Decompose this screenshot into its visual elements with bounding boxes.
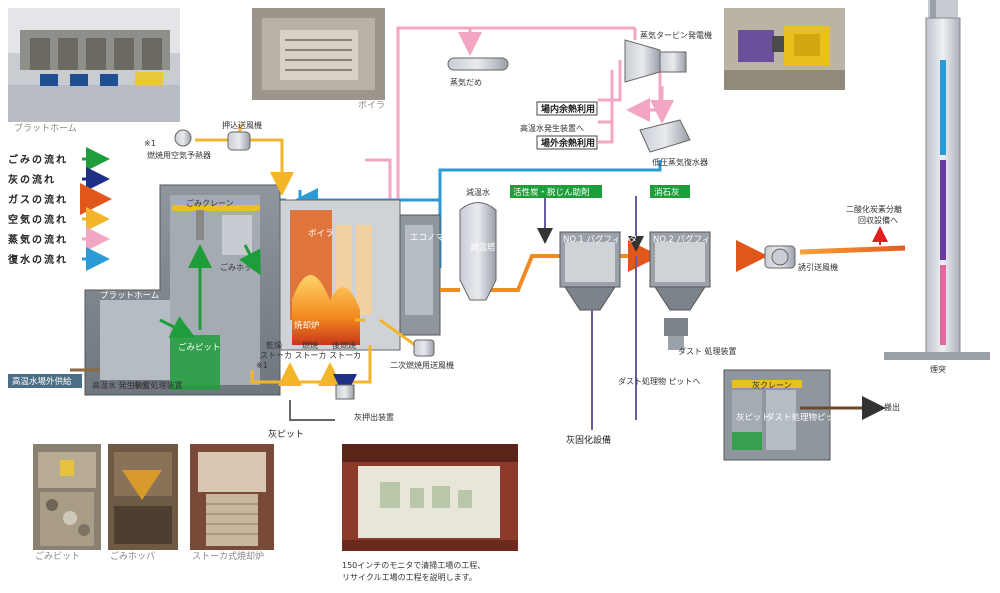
stoker-after-label: 後燃焼	[332, 340, 356, 350]
push-fan	[174, 129, 251, 151]
photo-pit	[33, 444, 101, 550]
note1-a: ※1	[144, 139, 156, 148]
bagfilter-1	[559, 231, 621, 311]
hot-water-outlet	[8, 368, 100, 388]
cooling-tower	[459, 202, 497, 301]
platform-label: プラットホーム	[100, 291, 159, 301]
reagent-lines	[537, 196, 644, 252]
ash-pit-building	[723, 369, 886, 461]
stack-label: 煙突	[930, 364, 946, 374]
stack	[884, 17, 990, 360]
photo-stack	[928, 0, 958, 18]
legend-ash-label: 灰の流れ	[8, 173, 56, 186]
offsite-heat-box	[536, 135, 598, 150]
boiler-label: ボイラ	[308, 229, 334, 239]
turbine	[624, 39, 687, 83]
legend-water-label: 復水の流れ	[7, 253, 68, 266]
ash-crane-label: 灰クレーン	[752, 380, 792, 390]
steam-drum-label: 蒸気だめ	[450, 77, 482, 87]
monitor-caption-line1: 150インチのモニタで清掃工場の工程、	[342, 560, 485, 570]
dust-pit-label: ダスト処理物ピット	[766, 412, 843, 423]
steam-drum	[447, 57, 509, 71]
note1-b: ※1	[256, 361, 268, 370]
economizer-label: エコノマイザ	[410, 233, 462, 243]
onsite-heat-label: 場内余熱利用	[541, 103, 595, 115]
ash-solid-label: 灰固化設備	[566, 434, 611, 446]
dust-treatment	[664, 318, 688, 350]
photo-hopper-caption: ごみホッパ	[110, 550, 155, 562]
stoker-dry-label: 乾燥	[266, 340, 282, 350]
co2-label-2: 回収設備へ	[858, 215, 898, 225]
cooling-tower-label: 減温塔	[470, 242, 496, 253]
co2-label-1: 二酸化炭素分離	[846, 204, 902, 214]
steam-lines	[364, 26, 674, 282]
photo-monitor	[342, 444, 518, 551]
air-preheater-label: 燃焼用空気予熱器	[147, 150, 211, 160]
hot-water-gen-label: 高温水 発生装置	[92, 380, 151, 390]
photo-stoker-caption: ストーカ式焼却炉	[192, 550, 264, 562]
photo-hopper	[108, 444, 178, 550]
pit-label: ごみピット	[178, 342, 221, 353]
ash-pit2-label: 灰ピット	[736, 412, 770, 423]
lp-condenser	[639, 119, 691, 153]
photo-turbine	[724, 8, 845, 90]
waste-flow	[159, 244, 261, 338]
turbine-label: 蒸気タービン発電機	[640, 30, 712, 40]
wastewater-label: 排水 処理装置	[132, 380, 183, 390]
legend-steam-label: 蒸気の流れ	[8, 233, 68, 246]
onsite-heat-box	[536, 101, 598, 116]
bagfilter-2-label: NO.2 バグフィルタ	[653, 234, 727, 245]
push-fan-label: 押込送風機	[222, 120, 262, 130]
photo-boiler	[252, 8, 385, 100]
slaked-lime-label: 消石灰	[654, 187, 680, 198]
activated-carbon-box	[510, 185, 602, 198]
secondary-fan	[413, 339, 435, 357]
stoker-label: ストーカ ストーカ ストーカ	[260, 351, 361, 360]
legend: ごみの流れ 灰の流れ ガスの流れ 空気の流れ 蒸気の流れ 復水の流れ	[7, 147, 112, 271]
lp-condenser-label: 低圧蒸気復水器	[652, 157, 708, 167]
secondary-fan-label: 二次燃焼用送風機	[390, 360, 454, 370]
furnace-label: 焼却炉	[294, 320, 320, 331]
photo-boiler-caption: ボイラ	[358, 100, 385, 111]
photo-platform-caption: プラットホーム	[14, 123, 77, 134]
legend-waste-label: ごみの流れ	[8, 153, 68, 166]
photo-pit-caption: ごみピット	[35, 550, 80, 562]
slaked-lime-box	[650, 185, 690, 198]
photo-stoker	[190, 444, 274, 550]
monitor-caption-line2: リサイクル工場の工程を説明します。	[342, 572, 477, 582]
induced-fan-label: 誘引送風機	[798, 262, 838, 272]
plant-building	[84, 184, 281, 396]
furnace-boiler	[279, 199, 441, 351]
dust-lines	[591, 256, 637, 430]
crane-label: ごみクレーン	[186, 198, 234, 208]
legend-gas-label: ガスの流れ	[8, 193, 68, 206]
hot-water-supply-label: 高温水場外供給	[12, 376, 72, 387]
hot-water-to-label: 高温水発生装置へ	[520, 123, 584, 133]
ash-extractor-label: 灰押出装置	[354, 412, 394, 422]
ash-extractor	[289, 384, 355, 421]
activated-carbon-label: 活性炭・脱じん助剤	[513, 187, 590, 198]
bagfilter-2	[649, 231, 711, 311]
bagfilter-1-label: NO.1 バグフィルタ	[563, 234, 637, 245]
photo-platform	[8, 8, 180, 122]
air-lines	[195, 125, 416, 386]
legend-air-label: 空気の流れ	[8, 213, 68, 226]
dust-to-pit-label: ダスト処理物 ピットへ	[618, 376, 701, 386]
ash-pit-label: 灰ピット	[268, 428, 304, 440]
carry-out-label: 搬出	[884, 402, 900, 412]
cooling-water-label: 減温水	[466, 187, 490, 197]
dust-treat-label: ダスト 処理装置	[678, 346, 737, 356]
induced-fan	[764, 245, 796, 269]
stoker-burn-label: 燃焼	[302, 340, 318, 350]
offsite-heat-label: 場外余熱利用	[541, 137, 595, 149]
